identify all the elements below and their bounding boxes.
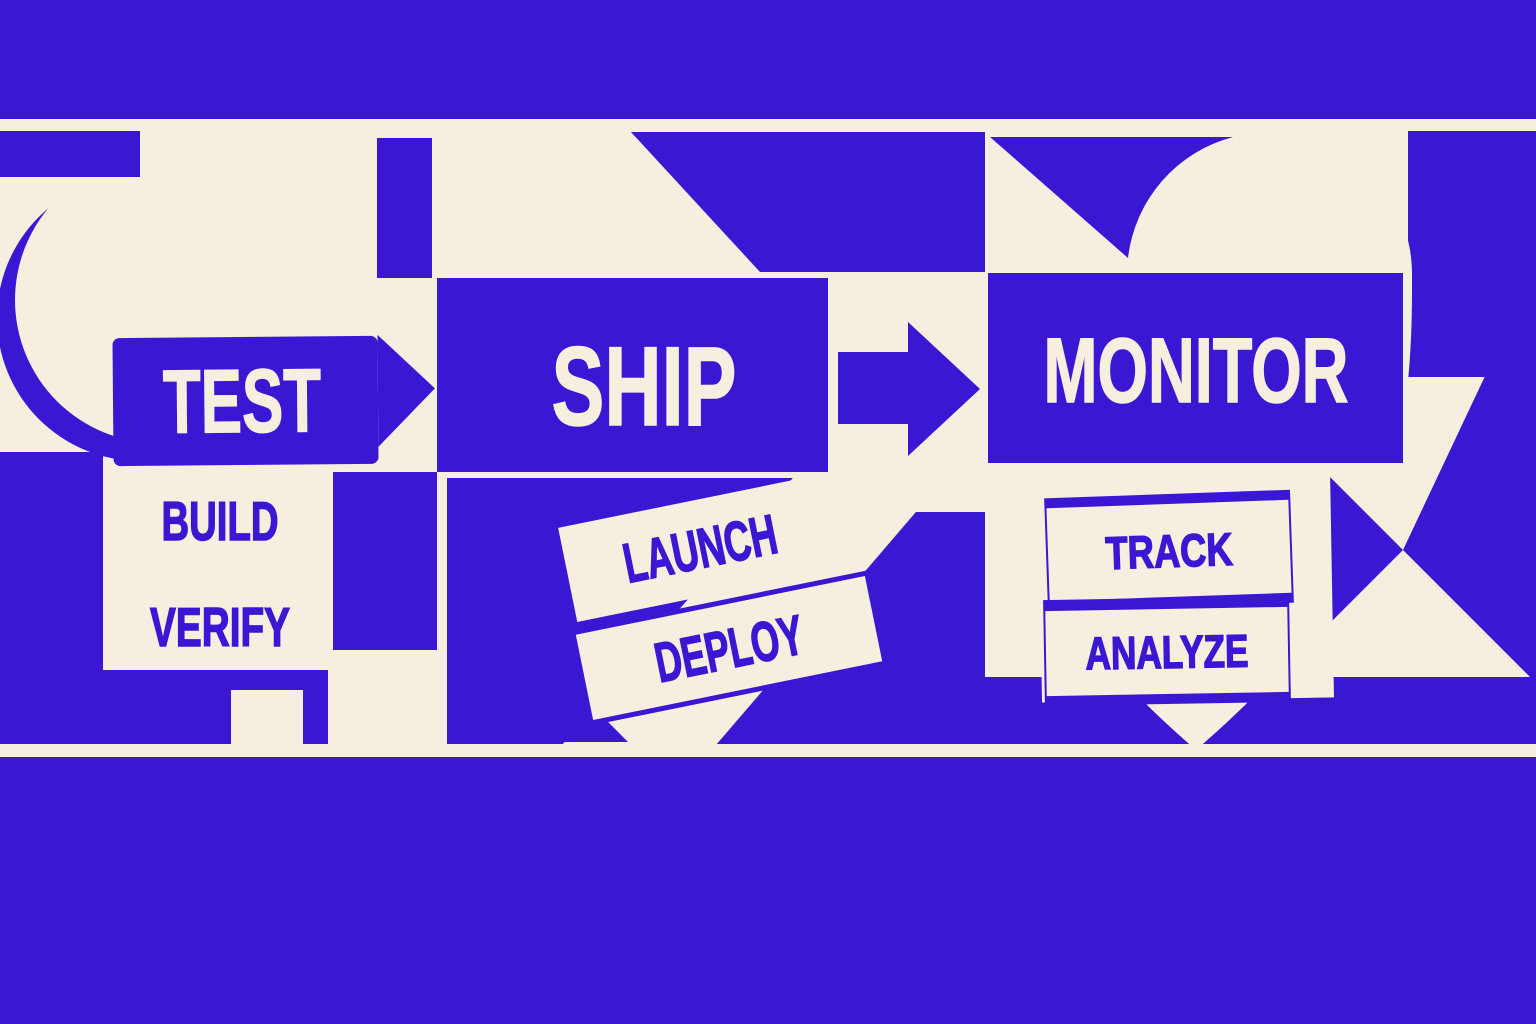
bottom-rule <box>0 744 1536 757</box>
sublabel-launch-card: LAUNCH <box>558 474 842 622</box>
test-label: TEST <box>163 351 322 452</box>
test-box <box>112 335 379 467</box>
deploy-box <box>569 570 889 726</box>
track-label: TRACK <box>1105 523 1234 579</box>
top-rule <box>0 119 1536 132</box>
cream-sliver <box>437 472 447 744</box>
monitor-box <box>988 273 1403 463</box>
left-blue-square <box>0 452 103 744</box>
verify-label: VERIFY <box>150 596 290 658</box>
launch-box <box>558 474 842 622</box>
track-box <box>1046 499 1292 602</box>
build-box <box>108 470 333 571</box>
cream-strip-under-trapezoid <box>432 272 985 278</box>
stage-monitor-card: MONITOR <box>988 273 1403 463</box>
verify-box <box>107 582 333 670</box>
test-arrow-icon <box>377 334 435 447</box>
arrow-head <box>908 322 980 456</box>
corner-sail-shape <box>990 137 1233 258</box>
mid-bottom-cream-block <box>328 650 447 744</box>
analyze-label: ANALYZE <box>1085 625 1249 680</box>
sublabel-deploy-card: DEPLOY <box>569 570 889 726</box>
x-left-blue-wedge <box>1330 477 1403 623</box>
stage-ship-card: SHIP <box>440 278 828 472</box>
signpost-group: TRACK ANALYZE <box>1038 467 1334 707</box>
monitor-label: MONITOR <box>1044 320 1349 422</box>
blue-wedge-triangle <box>447 560 628 742</box>
sublabel-analyze-card: ANALYZE <box>1043 595 1291 707</box>
ship-arrow-icon <box>838 322 980 456</box>
ship-box <box>440 278 828 472</box>
sublabel-track-card: TRACK <box>1044 489 1294 612</box>
cream-trapezoid <box>432 131 760 272</box>
build-label: BUILD <box>162 490 279 552</box>
right-of-build-blue-block <box>333 472 437 650</box>
checker-blue-block <box>377 138 432 278</box>
ship-label: SHIP <box>552 324 737 449</box>
sublabel-verify-card: VERIFY <box>107 582 333 670</box>
analyze-box <box>1045 606 1289 697</box>
sublabel-build-card: BUILD <box>108 470 333 571</box>
arrow-shaft <box>838 352 908 424</box>
stage-test-card: TEST <box>112 334 435 467</box>
x-right-blue-triangle <box>1403 268 1536 683</box>
bottom-cream-leg <box>231 690 303 744</box>
cream-strip-under-ship <box>440 472 862 478</box>
top-left-blue-strip <box>0 131 140 177</box>
